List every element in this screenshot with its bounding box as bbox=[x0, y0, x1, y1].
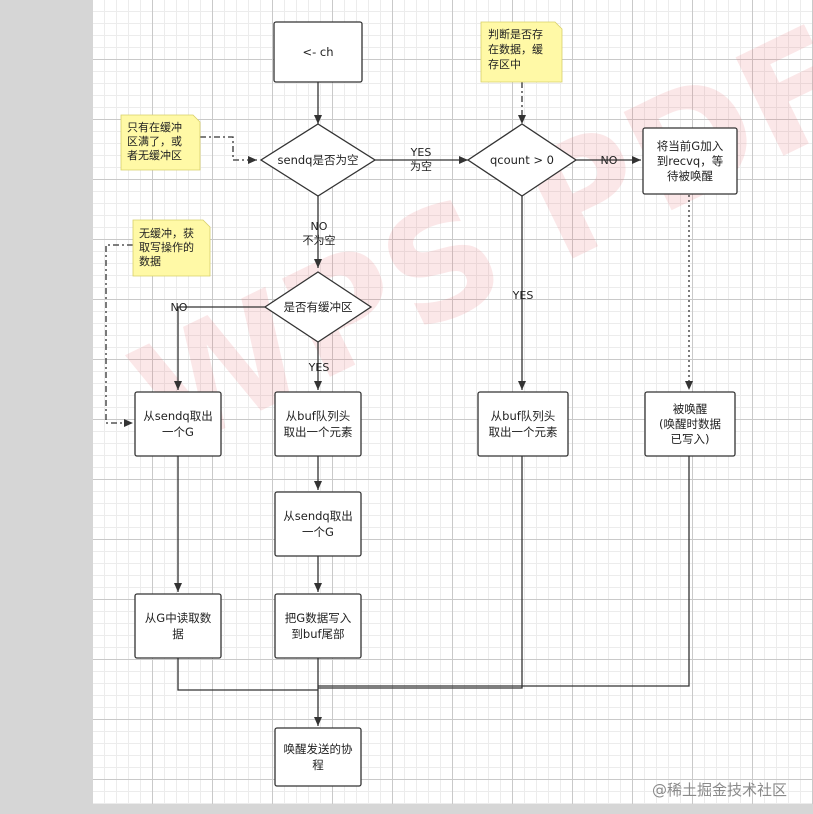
note-check-buffer-2: 在数据，缓 bbox=[488, 42, 543, 56]
edge-woken-merge bbox=[318, 456, 690, 687]
text-buf-head-mid-2: 取出一个元素 bbox=[284, 425, 353, 439]
note-buffer-full-1: 只有在缓冲 bbox=[127, 120, 182, 134]
text-qcount: qcount > 0 bbox=[490, 153, 554, 167]
note-connectors bbox=[105, 82, 693, 427]
text-read-from-g-1: 从G中读取数 bbox=[145, 611, 212, 625]
text-buf-head-mid-1: 从buf队列头 bbox=[286, 409, 351, 423]
edge-note-unbuffered bbox=[105, 244, 133, 427]
text-wake-sender-1: 唤醒发送的协 bbox=[284, 742, 353, 756]
text-take-sendq-left-1: 从sendq取出 bbox=[143, 409, 212, 423]
text-enqueue-recvq-2: 到recvq，等 bbox=[657, 154, 723, 168]
footer-credit: @稀土掘金技术社区 bbox=[651, 781, 787, 799]
note-unbuffered-3: 数据 bbox=[139, 254, 161, 268]
label-yes-empty-1: YES bbox=[410, 146, 432, 159]
node-wake-sender bbox=[274, 727, 362, 787]
note-check-buffer bbox=[480, 21, 563, 83]
text-read-from-g-2: 据 bbox=[172, 627, 184, 641]
note-unbuffered bbox=[132, 219, 211, 277]
notes bbox=[120, 21, 563, 277]
label-yes-empty-2: 为空 bbox=[410, 159, 432, 173]
text-take-sendq-left-2: 一个G bbox=[162, 425, 194, 439]
note-buffer-full bbox=[120, 114, 201, 171]
note-texts: 只有在缓冲 区满了，或 者无缓冲区 判断是否存 在数据，缓 存区中 无缓冲，获 … bbox=[127, 27, 543, 268]
node-read-from-g bbox=[134, 593, 222, 659]
edge-buffer-no bbox=[174, 306, 265, 390]
note-check-buffer-3: 存区中 bbox=[488, 57, 521, 71]
text-wake-sender-2: 程 bbox=[312, 758, 324, 772]
text-take-sendq-mid-2: 一个G bbox=[302, 525, 334, 539]
node-has-buffer bbox=[263, 271, 373, 343]
node-take-sendq-mid bbox=[274, 491, 362, 557]
edge-read-merge bbox=[177, 658, 318, 691]
text-has-buffer: 是否有缓冲区 bbox=[284, 300, 353, 314]
node-enqueue-recvq bbox=[642, 127, 738, 195]
text-write-to-buf-1: 把G数据写入 bbox=[285, 611, 352, 625]
node-woken bbox=[644, 391, 736, 457]
label-yes-qcount: YES bbox=[512, 289, 534, 302]
label-no-buffer: NO bbox=[171, 301, 188, 314]
node-buf-head-right bbox=[477, 391, 569, 457]
text-start: <- ch bbox=[302, 45, 333, 59]
edge-label-texts: YES 为空 NO 不为空 NO YES NO YES bbox=[171, 146, 618, 374]
diagram-canvas: WPS PDF编辑 bbox=[93, 0, 813, 804]
label-no-empty-2: 不为空 bbox=[303, 233, 336, 247]
shapes bbox=[134, 21, 738, 787]
text-write-to-buf-2: 到buf尾部 bbox=[291, 627, 344, 641]
node-qcount bbox=[466, 123, 578, 197]
text-woken-1: 被唤醒 bbox=[673, 402, 708, 416]
node-sendq-empty bbox=[259, 123, 377, 197]
node-buf-head-mid bbox=[274, 391, 362, 457]
edge-right-buf-merge bbox=[318, 456, 523, 689]
note-unbuffered-1: 无缓冲，获 bbox=[139, 226, 194, 240]
note-check-buffer-1: 判断是否存 bbox=[488, 27, 543, 41]
label-no-qcount: NO bbox=[601, 154, 618, 167]
text-buf-head-right-1: 从buf队列头 bbox=[491, 409, 556, 423]
flowchart: <- ch sendq是否为空 qcount > 0 将当前G加入 到recvq… bbox=[105, 21, 738, 787]
text-sendq-empty: sendq是否为空 bbox=[278, 153, 359, 167]
text-woken-3: 已写入) bbox=[671, 432, 710, 446]
label-yes-buffer: YES bbox=[308, 361, 330, 374]
text-woken-2: (唤醒时数据 bbox=[659, 417, 721, 431]
label-no-empty-1: NO bbox=[311, 220, 328, 233]
edges bbox=[174, 82, 690, 726]
node-start bbox=[273, 21, 363, 83]
node-write-to-buf bbox=[274, 593, 362, 659]
node-texts: <- ch sendq是否为空 qcount > 0 将当前G加入 到recvq… bbox=[143, 45, 723, 772]
node-take-sendq-left bbox=[134, 391, 222, 457]
note-unbuffered-2: 取写操作的 bbox=[139, 240, 194, 254]
text-buf-head-right-2: 取出一个元素 bbox=[489, 425, 558, 439]
text-enqueue-recvq-1: 将当前G加入 bbox=[657, 139, 724, 153]
note-buffer-full-2: 区满了，或 bbox=[127, 135, 182, 148]
note-buffer-full-3: 者无缓冲区 bbox=[127, 148, 182, 162]
text-enqueue-recvq-3: 待被唤醒 bbox=[667, 169, 713, 183]
text-take-sendq-mid-1: 从sendq取出 bbox=[283, 509, 352, 523]
edge-note-buffer-full bbox=[200, 136, 257, 164]
